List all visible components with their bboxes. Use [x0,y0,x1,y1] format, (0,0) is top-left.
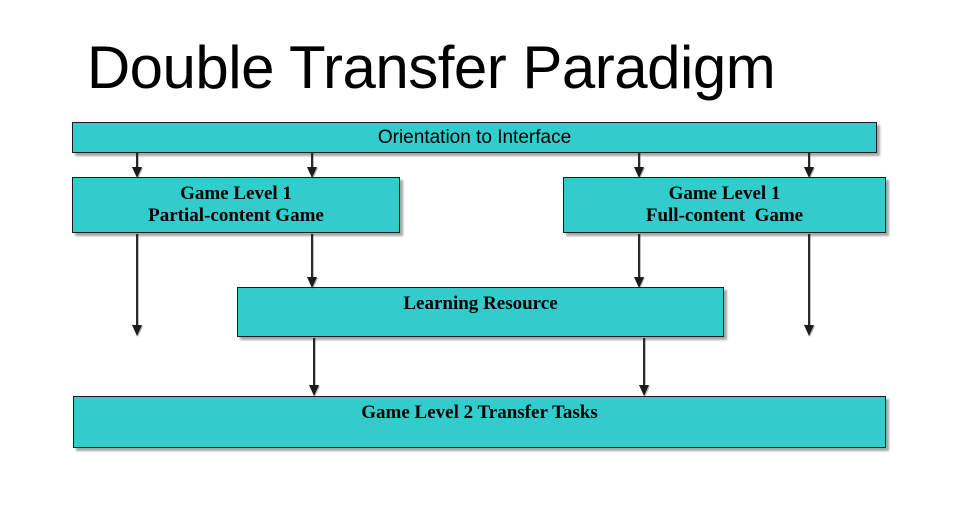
arrow-learning-resource-to-level2-left [309,338,321,396]
arrow-shaft [808,153,810,167]
arrow-shaft [136,234,138,325]
arrow-orientation-to-full-right [804,153,816,178]
node-game-level-1-full-text: Game Level 1 Full-content Game [646,183,803,228]
node-game-level-1-partial-text: Game Level 1 Partial-content Game [148,183,324,228]
arrow-partial-to-learning-resource [307,234,319,288]
arrow-head [307,277,317,288]
arrow-partial-to-level2-bypass [132,234,144,336]
node-game-level-2-transfer-tasks[interactable]: Game Level 2 Transfer Tasks [73,396,886,448]
arrow-shaft [311,234,313,277]
arrow-shaft [313,338,315,385]
arrow-head [804,325,814,336]
arrow-shaft [136,153,138,167]
arrow-head [804,167,814,178]
node-game-level-1-full[interactable]: Game Level 1 Full-content Game [563,177,886,233]
arrow-shaft [311,153,313,167]
arrow-orientation-to-partial-left [132,153,144,178]
node-orientation-to-interface[interactable]: Orientation to Interface [72,122,877,153]
page-title: Double Transfer Paradigm [86,34,776,101]
arrow-full-to-level2-bypass [804,234,816,336]
node-game-level-1-partial-line1: Game Level 1 [180,182,292,204]
arrow-head [634,277,644,288]
node-orientation-label: Orientation to Interface [377,126,572,148]
arrow-head [634,167,644,178]
node-game-level-2-label: Game Level 2 Transfer Tasks [361,402,598,423]
arrow-learning-resource-to-level2-right [639,338,651,396]
node-game-level-1-partial-line2: Partial-content Game [148,205,324,226]
node-game-level-1-partial[interactable]: Game Level 1 Partial-content Game [72,177,400,233]
arrow-shaft [638,153,640,167]
arrow-full-to-learning-resource [634,234,646,288]
arrow-shaft [808,234,810,325]
arrow-head [639,385,649,396]
arrow-head [132,167,142,178]
node-learning-resource-label: Learning Resource [403,293,558,314]
arrow-shaft [638,234,640,277]
node-game-level-1-full-line1: Game Level 1 [668,182,781,204]
arrow-head [132,325,142,336]
arrow-orientation-to-partial-right [307,153,319,178]
arrow-shaft [643,338,645,385]
arrow-orientation-to-full-left [634,153,646,178]
node-game-level-1-full-line2: Full-content Game [645,205,804,226]
arrow-head [307,167,317,178]
node-learning-resource[interactable]: Learning Resource [237,287,724,337]
arrow-head [309,385,319,396]
